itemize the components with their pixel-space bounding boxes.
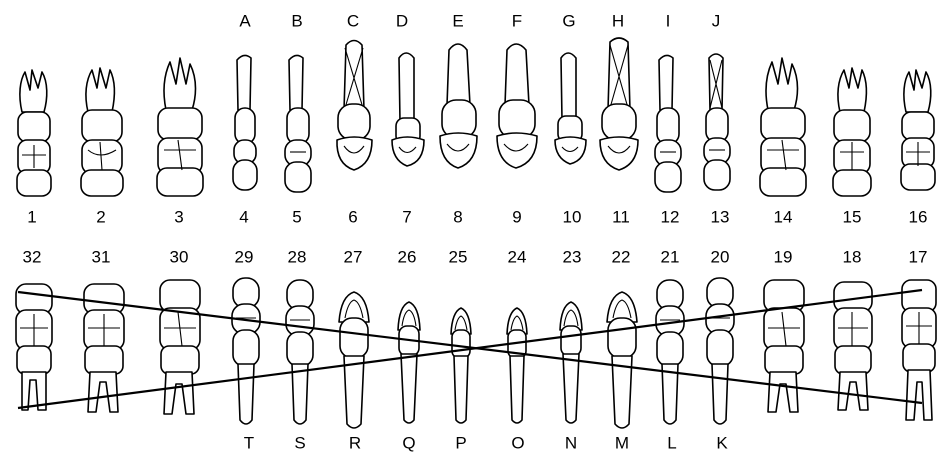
- lower-tooth-24: [506, 307, 528, 424]
- lower-number-21: 21: [661, 247, 680, 266]
- lower-number-18: 18: [843, 247, 862, 266]
- upper-tooth-14: [759, 57, 807, 197]
- lower-number-22: 22: [612, 247, 631, 266]
- upper-tooth-15: [832, 67, 872, 197]
- lower-letter-M: M: [615, 433, 629, 452]
- lower-letter-Q: Q: [402, 433, 415, 452]
- lower-tooth-25: [450, 307, 472, 424]
- lower-number-26: 26: [398, 247, 417, 266]
- upper-number-2: 2: [96, 207, 105, 226]
- lower-number-27: 27: [344, 247, 363, 266]
- upper-tooth-8: [439, 43, 478, 169]
- lower-tooth-31: [83, 283, 125, 413]
- upper-tooth-5: [284, 54, 312, 193]
- upper-letter-C: C: [347, 11, 359, 30]
- lower-tooth-23: [559, 301, 583, 424]
- cross-line-ascending: [17, 288, 923, 410]
- lower-letter-P: P: [455, 433, 466, 452]
- lower-number-29: 29: [235, 247, 254, 266]
- upper-tooth-7: [391, 52, 425, 167]
- upper-number-4: 4: [239, 207, 248, 226]
- upper-letter-G: G: [562, 11, 575, 30]
- upper-letter-F: F: [512, 11, 522, 30]
- lower-tooth-20: [705, 277, 735, 425]
- upper-tooth-11: [599, 37, 639, 171]
- upper-letter-B: B: [291, 11, 302, 30]
- upper-tooth-6: [336, 39, 373, 171]
- lower-number-25: 25: [449, 247, 468, 266]
- upper-number-14: 14: [774, 207, 793, 226]
- lower-tooth-30: [159, 279, 201, 415]
- upper-tooth-1: [16, 69, 52, 197]
- upper-number-13: 13: [711, 207, 730, 226]
- upper-number-11: 11: [612, 207, 630, 226]
- lower-letter-R: R: [349, 433, 361, 452]
- upper-letter-J: J: [712, 11, 721, 30]
- upper-tooth-9: [496, 43, 538, 169]
- upper-number-9: 9: [512, 207, 521, 226]
- upper-tooth-16: [900, 69, 936, 191]
- lower-number-17: 17: [909, 247, 928, 266]
- upper-letter-A: A: [239, 11, 251, 30]
- lower-tooth-22: [606, 291, 638, 429]
- upper-number-1: 1: [27, 207, 36, 226]
- cross-line-descending: [17, 290, 923, 405]
- upper-tooth-10: [554, 52, 587, 165]
- upper-number-5: 5: [292, 207, 301, 226]
- lower-number-28: 28: [288, 247, 307, 266]
- lower-tooth-29: [231, 277, 261, 425]
- upper-letter-E: E: [452, 11, 463, 30]
- lower-number-20: 20: [711, 247, 730, 266]
- lower-number-31: 31: [92, 247, 111, 266]
- upper-tooth-4: [232, 54, 258, 191]
- lower-letter-T: T: [244, 433, 254, 452]
- upper-tooth-13: [703, 53, 731, 191]
- upper-tooth-12: [654, 54, 682, 193]
- lower-letter-N: N: [565, 433, 577, 452]
- lower-letter-K: K: [716, 433, 728, 452]
- lower-tooth-19: [763, 279, 805, 413]
- lower-letter-S: S: [294, 433, 305, 452]
- lower-number-32: 32: [23, 247, 42, 266]
- lower-tooth-32: [15, 283, 53, 411]
- lower-letter-O: O: [511, 433, 524, 452]
- lower-tooth-28: [285, 279, 315, 425]
- upper-number-6: 6: [348, 207, 357, 226]
- lower-letter-L: L: [667, 433, 676, 452]
- lower-tooth-17: [901, 279, 937, 421]
- lower-tooth-26: [397, 301, 421, 424]
- upper-tooth-2: [80, 67, 124, 197]
- lower-tooth-18: [833, 281, 873, 411]
- upper-letter-H: H: [612, 11, 624, 30]
- upper-letter-I: I: [666, 11, 671, 30]
- upper-number-16: 16: [909, 207, 928, 226]
- lower-tooth-21: [655, 279, 685, 425]
- lower-number-23: 23: [563, 247, 582, 266]
- lower-number-30: 30: [170, 247, 189, 266]
- upper-number-12: 12: [661, 207, 680, 226]
- upper-letter-D: D: [396, 11, 408, 30]
- upper-number-3: 3: [174, 207, 183, 226]
- upper-number-7: 7: [402, 207, 411, 226]
- upper-tooth-3: [156, 57, 204, 197]
- upper-number-10: 10: [563, 207, 582, 226]
- lower-number-19: 19: [774, 247, 793, 266]
- lower-number-24: 24: [508, 247, 527, 266]
- upper-number-8: 8: [453, 207, 462, 226]
- lower-tooth-27: [338, 291, 370, 429]
- upper-number-15: 15: [843, 207, 862, 226]
